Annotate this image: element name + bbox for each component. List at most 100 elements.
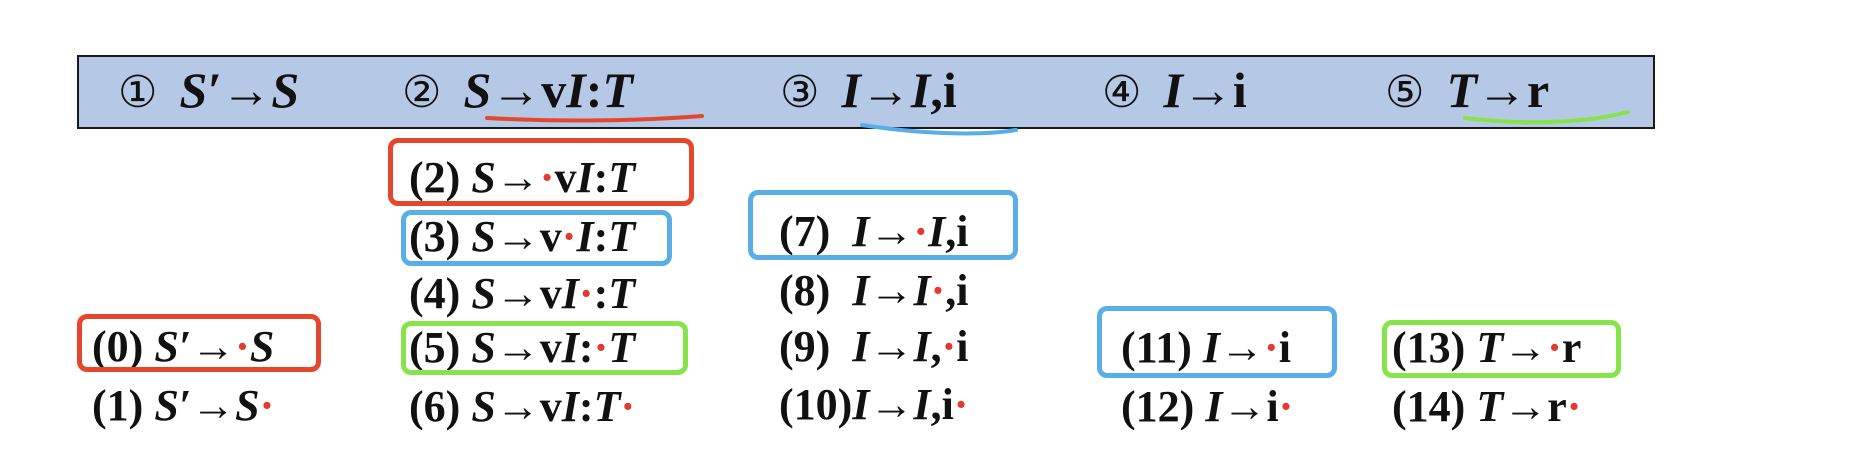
- item-symbol: I: [576, 153, 594, 202]
- blue-underline: [860, 123, 1018, 136]
- item-number: (1): [92, 381, 144, 430]
- item-dot: ·: [1264, 323, 1279, 372]
- item-number: (3): [409, 212, 461, 261]
- arrow-glyph: →: [495, 153, 540, 202]
- production-number: ①: [118, 67, 158, 118]
- item-2: (2) S→·vI:T: [409, 154, 635, 202]
- red-underline: [485, 114, 704, 123]
- production-lhs: T: [1446, 62, 1477, 118]
- production-lhs: S′: [179, 62, 222, 118]
- item-number: (13): [1392, 323, 1466, 372]
- item-number: (8): [779, 266, 831, 315]
- item-10: (10)I→I,i·: [779, 381, 968, 429]
- item-symbol: v: [539, 212, 562, 261]
- arrow-glyph: →: [869, 322, 914, 371]
- item-symbol: :: [593, 269, 609, 318]
- production-rhs-i: I: [910, 62, 931, 118]
- item-lhs: I: [1205, 382, 1223, 431]
- item-dot: ·: [539, 153, 555, 202]
- item-number: (6): [409, 382, 461, 431]
- item-symbol: i: [1266, 382, 1279, 431]
- production-rhs: i: [1232, 62, 1247, 118]
- item-symbol: i: [956, 322, 969, 371]
- item-symbol: r: [1547, 382, 1567, 431]
- item-6: (6) S→vI:T·: [409, 383, 635, 431]
- production-number: ③: [780, 67, 820, 118]
- item-symbol: ,: [930, 322, 942, 371]
- item-symbol: T: [593, 382, 621, 431]
- item-5: (5) S→vI:·T: [409, 324, 635, 372]
- arrow-glyph: →: [221, 62, 272, 118]
- production-rhs-v: v: [541, 62, 567, 118]
- item-dot: ·: [259, 381, 275, 430]
- item-symbol: T: [608, 212, 636, 261]
- item-number: (2): [409, 153, 461, 202]
- production-number: ④: [1102, 67, 1142, 118]
- item-number: (4): [409, 269, 461, 318]
- item-symbol: v: [539, 269, 562, 318]
- item-symbol: :: [593, 153, 609, 202]
- item-symbol: I: [561, 323, 579, 372]
- item-symbol: T: [608, 153, 636, 202]
- arrow-glyph: →: [495, 269, 540, 318]
- item-lhs: S′: [154, 381, 192, 430]
- arrow-glyph: →: [491, 62, 542, 118]
- arrow-glyph: →: [1222, 382, 1267, 431]
- item-symbol: :: [593, 212, 609, 261]
- arrow-glyph: →: [191, 322, 236, 371]
- item-14: (14) T→r·: [1392, 383, 1581, 431]
- item-symbol: I: [561, 269, 579, 318]
- arrow-glyph: →: [1182, 62, 1233, 118]
- arrow-glyph: →: [869, 207, 914, 256]
- item-number: (0): [92, 322, 144, 371]
- item-0: (0) S′→·S: [92, 323, 274, 371]
- item-symbol: T: [608, 269, 636, 318]
- highlight-box-item-7: [748, 190, 1018, 260]
- arrow-glyph: →: [869, 380, 914, 429]
- item-lhs: I: [852, 380, 870, 429]
- item-lhs: S: [471, 382, 496, 431]
- item-lhs: S: [471, 212, 496, 261]
- highlight-box-item-3: [401, 210, 672, 266]
- item-dot: ·: [1566, 382, 1582, 431]
- item-dot: ·: [913, 207, 929, 256]
- item-symbol: ,i: [945, 207, 969, 256]
- item-lhs: I: [1202, 323, 1221, 372]
- item-symbol: :: [578, 323, 594, 372]
- item-number: (5): [409, 323, 461, 372]
- arrow-glyph: →: [495, 323, 540, 372]
- arrow-glyph: →: [191, 381, 236, 430]
- item-symbol: I: [576, 212, 594, 261]
- item-lhs: S: [471, 269, 496, 318]
- production-number: ⑤: [1385, 67, 1425, 118]
- production-rhs-i: I: [566, 62, 586, 118]
- item-symbol: r: [1561, 323, 1582, 372]
- item-dot: ·: [1547, 323, 1562, 372]
- arrow-glyph: →: [1503, 382, 1548, 431]
- item-dot: ·: [578, 269, 594, 318]
- highlight-box-item-2: [388, 138, 694, 206]
- item-dot: ·: [1278, 382, 1294, 431]
- arrow-glyph: →: [860, 62, 911, 118]
- item-symbol: S: [235, 381, 260, 430]
- item-dot: ·: [941, 322, 957, 371]
- item-symbol: I: [928, 207, 946, 256]
- item-lhs: S: [471, 323, 496, 372]
- production-lhs: I: [841, 62, 861, 118]
- item-lhs: I: [852, 322, 870, 371]
- item-3: (3) S→v·I:T: [409, 213, 635, 261]
- item-number: (11): [1121, 323, 1192, 372]
- item-number: (12): [1121, 382, 1195, 431]
- item-symbol: S: [249, 322, 275, 371]
- item-7: (7) I→·I,i: [779, 208, 968, 256]
- productions-bar: [77, 55, 1655, 129]
- item-symbol: I: [561, 382, 579, 431]
- item-dot: ·: [593, 323, 609, 372]
- item-lhs: T: [1476, 323, 1504, 372]
- highlight-box-item-13: [1382, 320, 1621, 378]
- item-symbol: I: [913, 266, 931, 315]
- item-4: (4) S→vI·:T: [409, 270, 635, 318]
